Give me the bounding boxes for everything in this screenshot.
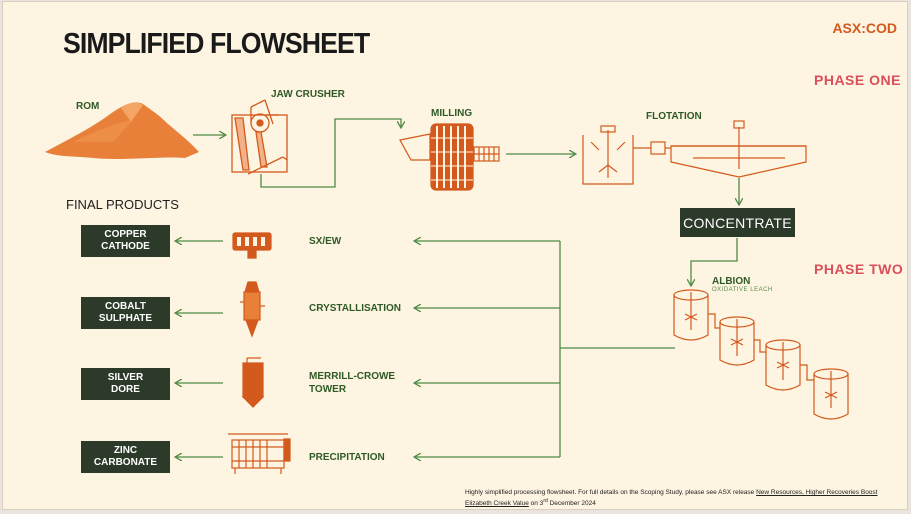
phase-one-label: PHASE ONE	[814, 72, 901, 88]
rom-label: ROM	[76, 101, 100, 112]
crystalliser-icon	[240, 281, 265, 338]
sxew-cell-icon	[232, 232, 272, 259]
jaw-crusher-icon	[231, 99, 288, 175]
process-precipitation-label: PRECIPITATION	[309, 452, 385, 463]
product-line: COPPER	[104, 229, 147, 240]
concentrate-box: CONCENTRATE	[680, 208, 795, 237]
phase-two-label: PHASE TWO	[814, 261, 904, 277]
asx-ticker: ASX:COD	[832, 20, 897, 36]
product-line: COBALT	[105, 301, 146, 312]
product-line: DORE	[111, 384, 140, 395]
product-line: CARBONATE	[93, 457, 158, 468]
footnote-text: Highly simplified processing flowsheet. …	[465, 489, 757, 496]
albion-leach-tanks-icon	[673, 289, 849, 420]
flowsheet-diagram	[45, 99, 849, 474]
product-line: ZINC	[113, 445, 138, 456]
product-line: SULPHATE	[98, 313, 153, 324]
arrow-crusher-to-mill	[260, 118, 401, 188]
milling-label: MILLING	[431, 108, 473, 119]
footnote-sup: rd	[543, 498, 548, 504]
product-line: SILVER	[107, 372, 144, 383]
product-line: CATHODE	[101, 241, 150, 252]
flotation-label: FLOTATION	[646, 111, 702, 122]
process-crystallisation-label: CRYSTALLISATION	[309, 303, 402, 314]
rom-ore-pile-icon	[45, 102, 199, 159]
flotation-icon	[582, 120, 807, 185]
process-line: TOWER	[309, 384, 347, 395]
footnote-text: December 2024	[547, 500, 596, 508]
distribution-lines	[415, 241, 675, 457]
merrill-crowe-tower-icon	[241, 357, 265, 408]
page-title: SIMPLIFIED FLOWSHEET	[63, 28, 370, 60]
footnote-text: on 3	[528, 500, 544, 508]
process-merrill-crowe-label: MERRILL-CROWE TOWER	[309, 370, 395, 396]
albion-label: ALBION	[712, 276, 751, 287]
footnote-link[interactable]: New Resources, Higher Recoveries Boost E…	[465, 489, 878, 508]
filter-press-icon	[228, 433, 291, 474]
process-line: MERRILL-CROWE	[309, 371, 396, 382]
albion-sublabel: OXIDATIVE LEACH	[712, 287, 773, 293]
arrow-concentrate-to-albion	[691, 238, 738, 285]
footnote: Highly simplified processing flowsheet. …	[465, 488, 905, 508]
process-sxew-label: SX/EW	[309, 236, 342, 247]
jaw-crusher-label: JAW CRUSHER	[271, 89, 345, 100]
process-to-product-arrows	[176, 241, 223, 457]
mill-icon	[399, 123, 500, 191]
final-products-title: FINAL PRODUCTS	[66, 197, 179, 212]
